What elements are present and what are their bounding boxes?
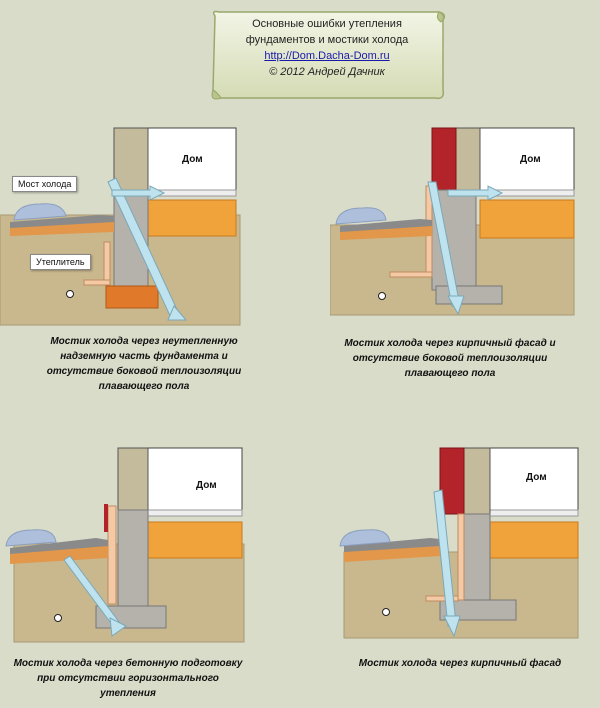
insulation-label: Утеплитель bbox=[30, 254, 91, 270]
title-banner: Основные ошибки утепления фундаментов и … bbox=[207, 10, 447, 102]
brick-facade bbox=[431, 127, 457, 191]
house-wall bbox=[489, 447, 579, 511]
insulation-horizontal bbox=[389, 271, 433, 278]
caption-panel-2: Мостик холода через кирпичный фасад и от… bbox=[344, 338, 556, 379]
cold-arrow-down-head bbox=[443, 615, 461, 638]
banner-title-line2: фундаментов и мостики холода bbox=[245, 34, 409, 46]
cold-arrow-down-head bbox=[447, 295, 465, 316]
snow bbox=[335, 207, 387, 225]
footing bbox=[435, 285, 503, 305]
footing bbox=[105, 285, 159, 309]
house-label: Дом bbox=[520, 154, 541, 165]
house-label: Дом bbox=[182, 154, 203, 165]
snow bbox=[5, 529, 57, 547]
blind-area bbox=[344, 544, 440, 562]
blind-area-concrete bbox=[10, 538, 108, 554]
foundation bbox=[117, 509, 149, 611]
insulation-horizontal bbox=[83, 279, 111, 286]
house-label: Дом bbox=[526, 472, 547, 483]
blind-area bbox=[10, 220, 114, 236]
banner-title-line1: Основные ошибки утепления bbox=[252, 18, 402, 30]
insulation-vertical bbox=[107, 505, 117, 605]
drain-pipe bbox=[66, 290, 74, 298]
floor-board bbox=[147, 509, 243, 517]
wall-block bbox=[455, 127, 481, 191]
floor-insulation bbox=[489, 521, 579, 559]
site-link[interactable]: http://Dom.Dacha-Dom.ru bbox=[264, 50, 390, 62]
brick-trim bbox=[104, 504, 108, 532]
cold-arrow-side bbox=[447, 185, 504, 201]
caption-panel-1: Мостик холода через неутепленную надземн… bbox=[46, 336, 242, 392]
snow bbox=[13, 203, 67, 221]
cold-arrow-down-head bbox=[109, 617, 127, 637]
blind-area-concrete bbox=[10, 215, 114, 228]
diagram-panel-1: Дом bbox=[0, 127, 241, 326]
house-wall bbox=[147, 447, 243, 511]
wall-block bbox=[117, 447, 149, 511]
house-wall bbox=[479, 127, 575, 191]
diagram-panel-2: Дом bbox=[330, 127, 575, 316]
blind-area-concrete bbox=[344, 538, 440, 552]
floor-insulation bbox=[147, 199, 237, 237]
drain-pipe bbox=[378, 292, 386, 300]
foundation bbox=[463, 513, 491, 605]
brick-facade bbox=[439, 447, 465, 515]
caption-panel-4: Мостик холода через кирпичный фасад bbox=[358, 658, 562, 669]
snow bbox=[339, 529, 391, 547]
house-label: Дом bbox=[196, 480, 217, 491]
blind-area-concrete bbox=[340, 219, 432, 232]
wall-block bbox=[463, 447, 491, 515]
floor-board bbox=[489, 509, 579, 517]
scroll-shape bbox=[211, 10, 446, 100]
insulation-horizontal bbox=[425, 595, 459, 602]
floor-insulation bbox=[479, 199, 575, 239]
footing bbox=[439, 599, 517, 621]
caption-panel-3: Мостик холода через бетонную подготовку … bbox=[13, 658, 243, 699]
blind-area bbox=[10, 544, 108, 564]
cold-arrow-down-head bbox=[167, 305, 188, 321]
wall-block bbox=[113, 127, 149, 191]
drain-pipe bbox=[54, 614, 62, 622]
insulation-vertical bbox=[457, 513, 465, 601]
insulation-vertical bbox=[103, 241, 111, 285]
diagram-panel-3: Дом bbox=[5, 447, 245, 643]
cold-arrow-side bbox=[111, 185, 166, 201]
blind-area bbox=[340, 224, 432, 240]
drain-pipe bbox=[382, 608, 390, 616]
cold-bridge-label: Мост холода bbox=[12, 176, 78, 192]
diagram-panel-4: Дом bbox=[339, 447, 579, 639]
floor-insulation bbox=[147, 521, 243, 559]
copyright: © 2012 Андрей Дачник bbox=[269, 66, 385, 78]
house-wall bbox=[147, 127, 237, 191]
